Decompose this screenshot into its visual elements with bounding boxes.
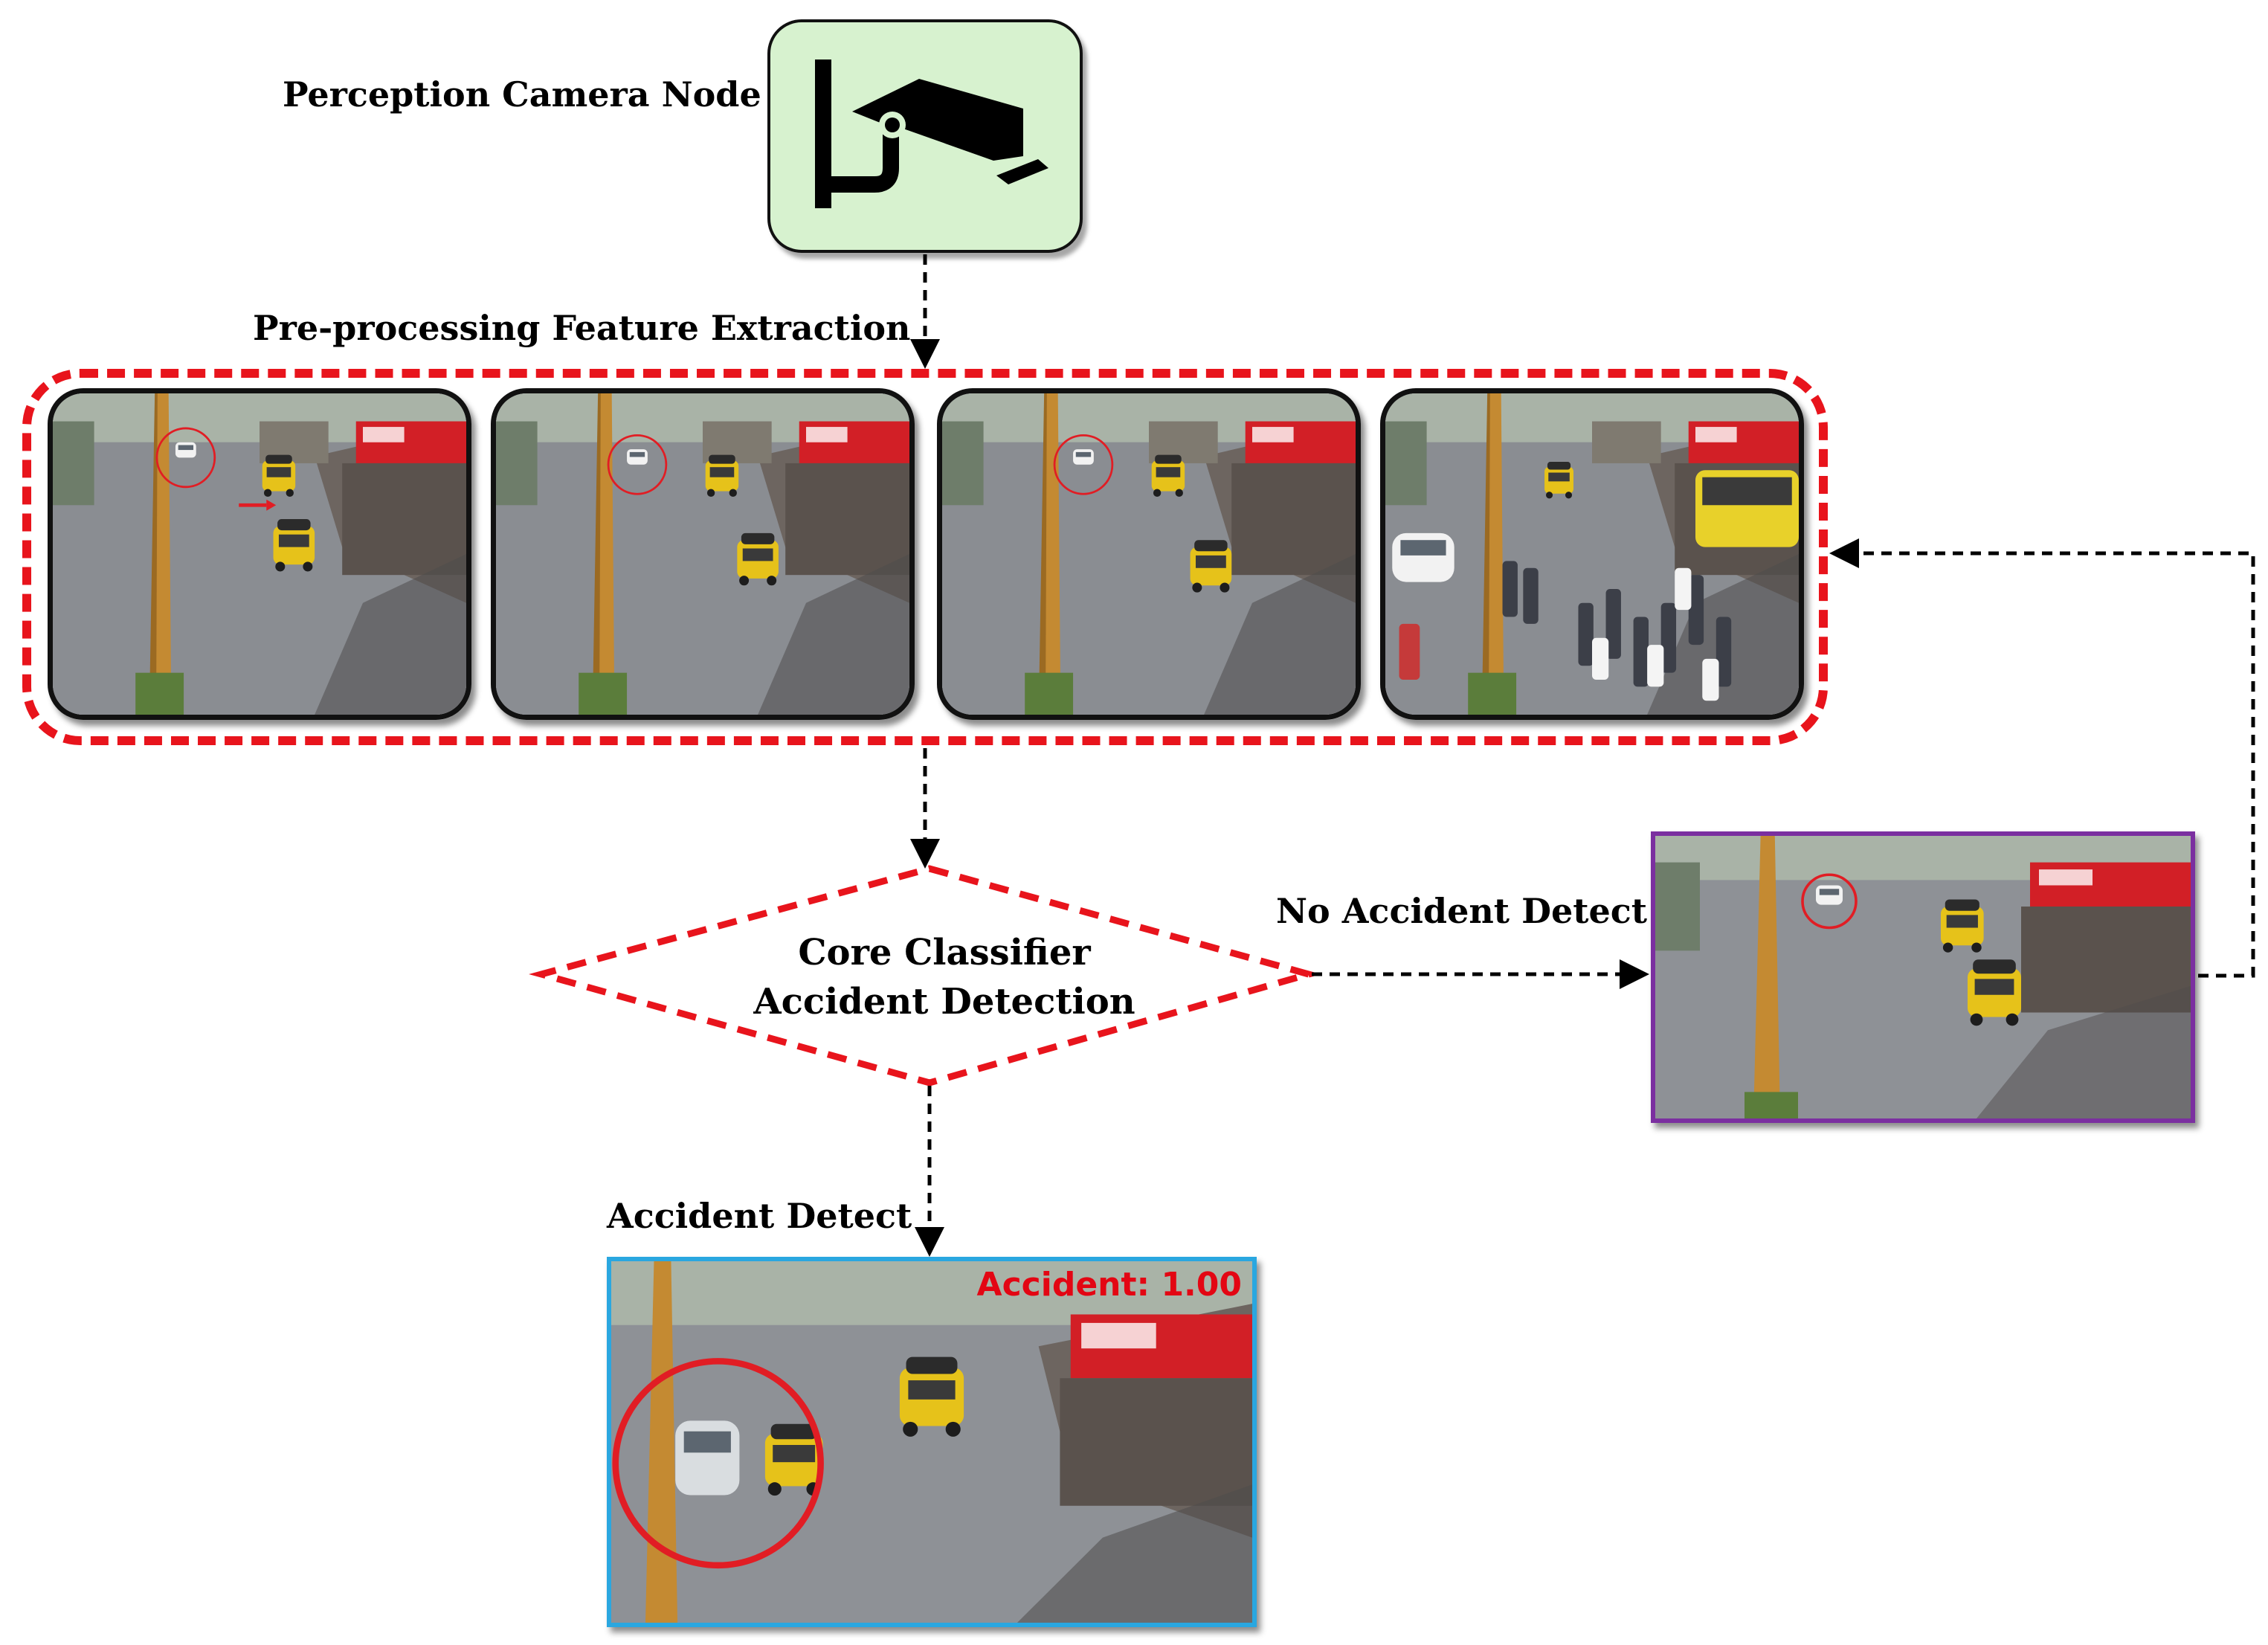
- accident-score-overlay: Accident: 1.00: [976, 1266, 1242, 1304]
- arrow-no-accident-feedback: [1829, 538, 2255, 978]
- classifier-label: Core Classifier Accident Detection: [714, 928, 1175, 1026]
- video-frame-2: [491, 388, 915, 720]
- preprocessing-group: [22, 369, 1828, 745]
- video-frame-3: [937, 388, 1361, 720]
- preprocessing-label: Pre-processing Feature Extraction: [253, 308, 911, 348]
- accident-label: Accident Detect: [607, 1196, 912, 1236]
- video-frame-1: [48, 388, 471, 720]
- camera-node: [767, 19, 1083, 253]
- classifier-line-2: Accident Detection: [753, 981, 1135, 1023]
- video-frame-4: [1380, 388, 1804, 720]
- no-accident-frame: [1651, 831, 2195, 1123]
- cctv-camera-icon: [815, 59, 1048, 208]
- no-accident-label: No Accident Detect: [1276, 891, 1647, 931]
- accident-frame: Accident: 1.00: [607, 1257, 1257, 1627]
- classifier-line-1: Core Classifier: [798, 932, 1091, 973]
- classifier-diamond: [529, 865, 1321, 1087]
- camera-node-label: Perception Camera Node: [283, 74, 761, 115]
